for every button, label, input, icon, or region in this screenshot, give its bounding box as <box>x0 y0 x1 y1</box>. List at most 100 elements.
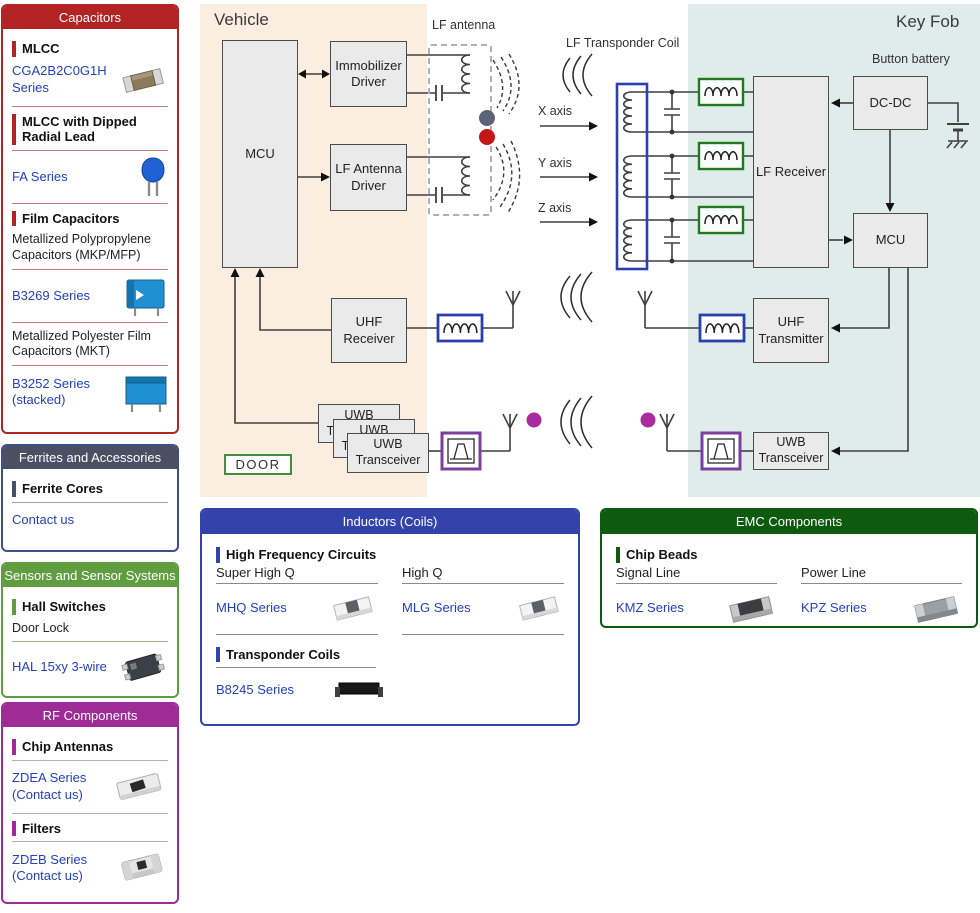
lf-receiver-block: LF Receiver <box>753 76 829 268</box>
divider <box>12 641 168 643</box>
purple-filter-boxes <box>440 431 742 471</box>
divider <box>402 633 564 635</box>
emc-panel-header: EMC Components <box>602 510 976 534</box>
rf-filter-image <box>116 848 168 888</box>
heading-bar <box>12 210 16 227</box>
mkt-capacitor-image <box>122 372 168 412</box>
rf-panel-header: RF Components <box>3 704 177 727</box>
wire-uhfrx-mcu <box>259 276 331 331</box>
immobilizer-dot-red <box>479 129 495 145</box>
zdea-series-link[interactable]: ZDEA Series (Contact us) <box>12 770 87 802</box>
transponder-coil-blue-box <box>615 82 649 271</box>
y-axis-label: Y axis <box>538 156 572 170</box>
coil-lf-antenna-2 <box>460 156 471 196</box>
cga-series-link[interactable]: CGA2B2C0G1H Series <box>12 63 107 95</box>
divider <box>216 667 376 669</box>
heading-bar <box>616 547 620 563</box>
capacitor-row3 <box>664 220 680 261</box>
divider <box>12 364 168 366</box>
signal-line-column: Signal Line KMZ Series <box>616 565 777 626</box>
ferrite-cores-heading: Ferrite Cores <box>12 481 168 497</box>
capacitor-row2 <box>664 156 680 197</box>
mlcc-chip-image <box>118 63 168 97</box>
wire-mcu-uwbtx <box>839 268 909 452</box>
keyfob-mcu-block: MCU <box>853 213 928 268</box>
b3269-series-link[interactable]: B3269 Series <box>12 287 91 303</box>
fa-series-link[interactable]: FA Series <box>12 168 68 184</box>
b8245-series-link[interactable]: B8245 Series <box>216 682 295 698</box>
lf-antenna-dashed-box <box>428 44 492 216</box>
ferrites-panel-header: Ferrites and Accessories <box>3 446 177 469</box>
b3252-series-link[interactable]: B3252 Series (stacked) <box>12 375 91 407</box>
contact-us-link[interactable]: Contact us <box>12 511 75 527</box>
heading-bar <box>216 547 220 563</box>
mhq-series-link[interactable]: MHQ Series <box>216 600 287 616</box>
kpz-series-row: KPZ Series <box>801 586 962 626</box>
uwb-wave-icon <box>560 395 593 449</box>
b8245-series-row: B8245 Series <box>216 673 386 707</box>
kmz-chip-bead-image <box>725 589 777 626</box>
divider <box>12 812 168 814</box>
film-capacitors-heading: Film Capacitors <box>12 210 168 227</box>
mlg-series-link[interactable]: MLG Series <box>402 600 471 616</box>
antenna-vehicle-uwb <box>502 413 518 429</box>
uhf-wave-icon <box>560 271 593 323</box>
high-q-label: High Q <box>402 565 564 584</box>
kpz-series-link[interactable]: KPZ Series <box>801 600 867 616</box>
fa-series-row: FA Series <box>12 156 168 198</box>
coil-transponder-3 <box>622 219 633 262</box>
heading-bar <box>12 113 16 145</box>
lf-transponder-coil-label: LF Transponder Coil <box>566 36 680 50</box>
divider <box>12 759 168 761</box>
green-inductor-boxes <box>697 77 745 235</box>
hal-series-row: HAL 15xy 3-wire <box>12 647 168 687</box>
dipped-radial-capacitor-image <box>138 156 168 198</box>
capacitor-lf-antenna-1 <box>435 85 443 101</box>
kpz-chip-bead-image <box>910 589 962 626</box>
heading-bar <box>216 646 220 663</box>
ground-symbol <box>946 131 968 149</box>
divider <box>12 841 168 843</box>
divider <box>216 633 378 635</box>
power-line-column: Power Line KPZ Series <box>801 565 962 626</box>
sensors-panel-header: Sensors and Sensor Systems <box>3 564 177 587</box>
mhq-series-row: MHQ Series <box>216 586 378 632</box>
zdeb-series-link[interactable]: ZDEB Series (Contact us) <box>12 851 88 884</box>
hall-switches-heading: Hall Switches <box>12 599 168 615</box>
antenna-fob-uhf <box>637 290 653 306</box>
uhf-receiver-block: UHF Receiver <box>331 298 407 363</box>
uwb-dot-vehicle <box>526 412 542 428</box>
antenna-fob-uwb <box>659 413 675 429</box>
lf-antenna-label: LF antenna <box>432 18 496 32</box>
hal-series-link[interactable]: HAL 15xy 3-wire <box>12 659 107 675</box>
uhf-transmitter-block: UHF Transmitter <box>753 298 829 363</box>
arrowheads <box>230 69 895 456</box>
uwb-transceiver-block-vehicle: UWB Transceiver <box>347 433 429 473</box>
inductor-symbol-1 <box>704 87 738 97</box>
lf-wave-icon <box>562 53 593 97</box>
mlcc-heading: MLCC <box>12 41 168 57</box>
dcdc-block: DC-DC <box>853 76 928 130</box>
heading-bar <box>12 481 16 497</box>
divider <box>12 321 168 323</box>
zdea-series-row: ZDEA Series (Contact us) <box>12 766 168 808</box>
inductors-panel-header: Inductors (Coils) <box>202 510 578 534</box>
wire-uwb-mcu <box>234 276 318 424</box>
kmz-series-row: KMZ Series <box>616 586 777 626</box>
ferrites-panel: Ferrites and Accessories Ferrite Cores C… <box>1 444 179 552</box>
wire-antenna-inductor-fob <box>644 291 700 329</box>
high-frequency-heading: High Frequency Circuits <box>216 547 564 563</box>
divider <box>12 202 168 204</box>
power-line-label: Power Line <box>801 565 962 584</box>
antenna-vehicle-uhf <box>505 290 521 306</box>
coil-transponder-2 <box>622 155 633 198</box>
heading-bar <box>12 820 16 837</box>
transponder-coil-image <box>332 680 386 700</box>
door-label-box: DOOR <box>224 454 292 475</box>
divider <box>12 149 168 151</box>
mhq-inductor-image <box>328 589 378 629</box>
uhf-inductor-symbol-fob <box>705 323 740 334</box>
kmz-series-link[interactable]: KMZ Series <box>616 600 684 616</box>
heading-bar <box>12 41 16 57</box>
uwb-transceiver-block-fob: UWB Transceiver <box>753 432 829 470</box>
